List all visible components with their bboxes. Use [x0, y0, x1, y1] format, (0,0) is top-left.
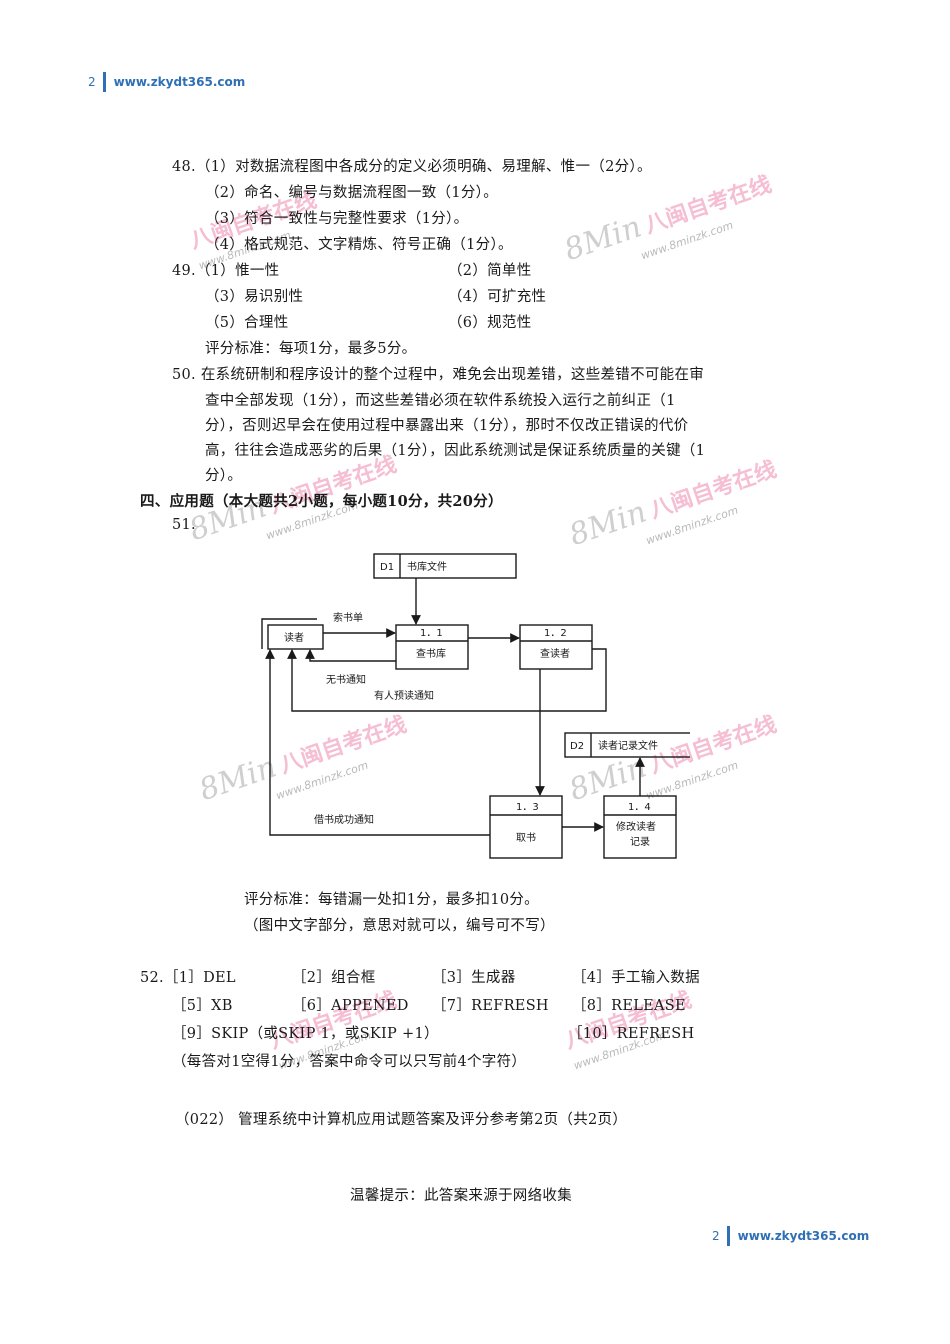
footer-page-number: 2: [712, 1229, 720, 1243]
q52-note: （每答对1空得1分，答案中命令可以只写前4个字符）: [172, 1054, 527, 1070]
process-1-4-id: 1．4: [628, 802, 651, 813]
q51-criteria-1: 评分标准：每错漏一处扣1分，最多扣10分。: [244, 892, 539, 908]
q50-line-1: 50. 在系统研制和程序设计的整个过程中，难免会出现差错，这些差错不可能在审: [172, 367, 705, 383]
flow-nobook: [305, 649, 396, 662]
footer-site-link[interactable]: www.zkydt365.com: [737, 1229, 870, 1243]
reader-entity: [267, 624, 324, 650]
store-d1-box: [373, 553, 517, 579]
store-d1-name: 书库文件: [407, 560, 447, 573]
q50-line-4: 高，往往会造成恶劣的后果（1分），因此系统测试是保证系统质量的关键（1: [205, 443, 706, 459]
process-1-1-name: 查书库: [416, 647, 446, 660]
reader-label: 读者: [284, 631, 304, 644]
store-d2-id: D2: [570, 741, 584, 752]
store-d2-name: 读者记录文件: [598, 739, 658, 752]
q49-item-6: （6）规范性: [448, 315, 532, 331]
q52-answer-9: ［9］SKIP（或SKIP 1，或SKIP +1）: [172, 1026, 439, 1042]
q52-answer-7: ［7］REFRESH: [432, 998, 549, 1014]
q49-item-3: （3）易识别性: [205, 289, 304, 305]
flow-success: [265, 649, 490, 836]
header-page-number: 2: [88, 75, 96, 89]
data-flow-diagram: D1 书库文件 读者 1．1 查书库 1．2 查读者 D2 读者记录文件 1．3…: [261, 553, 690, 859]
page-footer: 2 www.zkydt365.com: [712, 1226, 869, 1246]
q51-label: 51.: [172, 517, 196, 533]
process-1-1-id: 1．1: [420, 628, 443, 639]
header-site-link[interactable]: www.zkydt365.com: [113, 75, 246, 89]
watermark: 8Min 八闽自考在线 www.8minzk.com: [560, 172, 775, 269]
q49-item-1: 49.（1）惟一性: [172, 263, 280, 279]
q52-answer-2: ［2］组合框: [292, 970, 376, 986]
store-d2-box: [564, 732, 690, 758]
footer-divider: [726, 1226, 730, 1246]
q48-line-4: （4）格式规范、文字精炼、符号正确（1分）。: [205, 237, 513, 253]
process-1-4-name-1: 修改读者: [616, 820, 656, 833]
q48-line-2: （2）命名、编号与数据流程图一致（1分）。: [205, 185, 498, 201]
q49-item-5: （5）合理性: [205, 315, 289, 331]
section-heading: 四、应用题（本大题共2小题，每小题10分，共20分）: [140, 493, 503, 510]
process-1-2-id: 1．2: [544, 628, 567, 639]
q52-answer-1: 52.［1］DEL: [140, 970, 236, 986]
store-d1-id: D1: [380, 562, 394, 573]
page-header: 2 www.zkydt365.com: [88, 72, 245, 92]
q52-answer-3: ［3］生成器: [432, 970, 516, 986]
q48-line-1: 48.（1）对数据流程图中各成分的定义必须明确、易理解、惟一（2分）。: [172, 159, 652, 175]
q52-answer-10: ［10］REFRESH: [568, 1026, 695, 1042]
flow-reserved-label: 有人预读通知: [374, 689, 434, 702]
q52-answer-5: ［5］XB: [172, 998, 233, 1014]
q50-line-3: 分），否则迟早会在使用过程中暴露出来（1分），那时不仅改正错误的代价: [205, 418, 689, 434]
q52-answer-6: ［6］APPENED: [292, 998, 409, 1014]
process-1-2-box: [519, 624, 593, 670]
process-1-3-name: 取书: [516, 832, 536, 844]
flow-request-label: 索书单: [333, 611, 363, 624]
tip-text: 温馨提示：此答案来源于网络收集: [350, 1188, 572, 1204]
process-1-1-box: [395, 624, 469, 670]
header-divider: [102, 72, 106, 92]
reader-entity-shadow: [261, 618, 317, 649]
q49-criteria: 评分标准：每项1分，最多5分。: [205, 341, 417, 357]
q50-line-5: 分）。: [205, 468, 243, 484]
q50-line-2: 查中全部发现（1分），而这些差错必须在软件系统投入运行之前纠正（1: [205, 393, 676, 409]
q49-item-2: （2）简单性: [448, 263, 532, 279]
process-1-4-name-2: 记录: [630, 836, 650, 848]
flow-nobook-label: 无书通知: [326, 673, 366, 686]
q49-item-4: （4）可扩充性: [448, 289, 547, 305]
flow-success-label: 借书成功通知: [314, 813, 374, 826]
flow-reserved: [287, 648, 607, 712]
q48-line-3: （3）符合一致性与完整性要求（1分）。: [205, 211, 469, 227]
q52-answer-8: ［8］RELEASE: [572, 998, 686, 1014]
exam-page-footer: （022） 管理系统中计算机应用试题答案及评分参考第2页（共2页）: [175, 1112, 628, 1128]
process-1-2-name: 查读者: [540, 647, 570, 660]
q52-answer-4: ［4］手工输入数据: [572, 970, 700, 986]
q51-criteria-2: （图中文字部分，意思对就可以，编号可不写）: [244, 918, 555, 934]
process-1-3-id: 1．3: [516, 802, 539, 813]
